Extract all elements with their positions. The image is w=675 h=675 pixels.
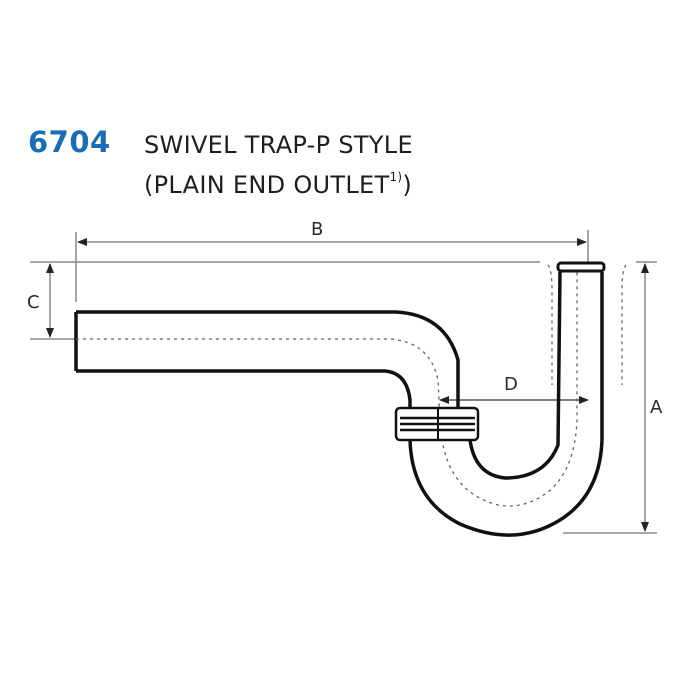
part-number: 6704 [28,125,111,159]
dimension-c [30,261,540,340]
product-subtitle: (PLAIN END OUTLET1)) [144,170,413,199]
outlet-phantom-right [621,264,627,385]
swivel-nut [394,406,480,442]
dimension-b [75,230,589,302]
pipe-arm [74,310,460,412]
footnote-marker: 1) [389,170,403,184]
centerline [76,270,578,507]
dimension-d-label: D [504,374,518,395]
dimension-b-label: B [311,219,324,240]
outlet-phantom-left [547,264,553,385]
dimension-c-label: C [27,292,40,313]
dimension-a-label: A [650,397,663,418]
product-title: SWIVEL TRAP-P STYLE [144,131,413,159]
subtitle-main: (PLAIN END OUTLET [144,171,390,199]
pipe-u-bend [408,271,604,537]
subtitle-close: ) [402,171,413,199]
outlet-rim [556,261,606,273]
dimension-a [563,261,657,534]
